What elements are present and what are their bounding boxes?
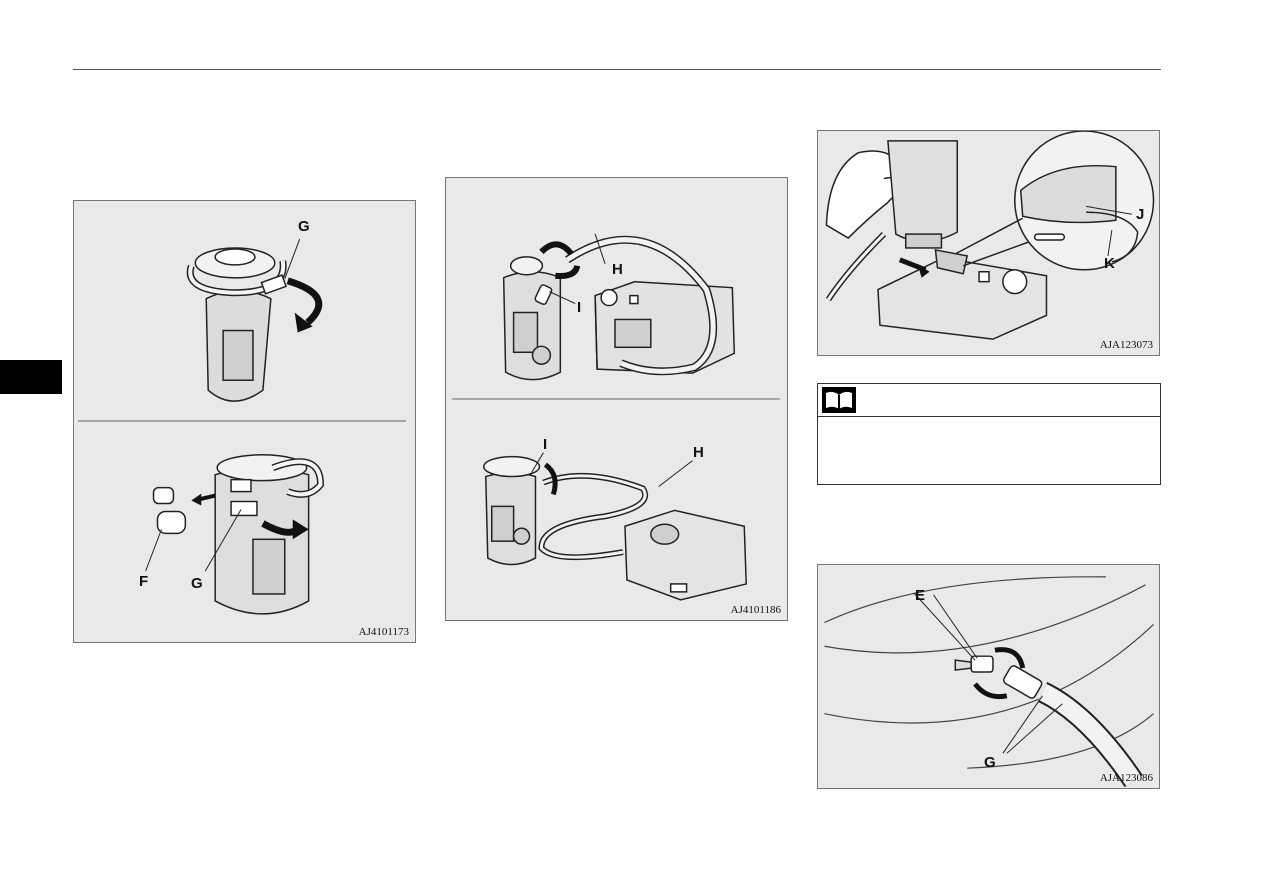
note-header <box>818 384 1160 417</box>
open-book-icon <box>822 387 856 413</box>
hose-compressor-illustration <box>451 233 781 601</box>
note-box <box>817 383 1161 485</box>
air-compressor-icon <box>877 249 1048 340</box>
label-j: J <box>1136 206 1145 223</box>
valve-connection-illustration <box>824 576 1154 788</box>
figure-code: AJA123086 <box>1099 772 1153 784</box>
air-compressor-icon <box>594 280 736 374</box>
label-h-bottom: H <box>693 444 704 461</box>
label-k: K <box>1104 255 1115 272</box>
figure-sealant-bottle-prep: G F G AJ4101173 <box>73 200 416 643</box>
hose-icon <box>1002 665 1143 788</box>
header-rule <box>73 69 1161 70</box>
figure-valve-connection: E G AJA123086 <box>817 564 1160 789</box>
figure-hose-connection: H I I H AJ4101186 <box>445 177 788 621</box>
rotate-arrow-icon <box>286 277 323 326</box>
label-i-bottom: I <box>543 436 548 453</box>
tire-valve-icon <box>954 655 994 673</box>
sealant-bottle-icon <box>502 256 562 381</box>
label-h-top: H <box>612 261 623 278</box>
section-tab <box>0 360 62 394</box>
figure-bottle-insert: J K AJA123073 <box>817 130 1160 356</box>
label-f: F <box>139 573 149 590</box>
label-g: G <box>984 754 996 771</box>
figure-code: AJ4101186 <box>730 604 781 616</box>
sealant-bottle-icon <box>186 247 288 402</box>
label-g-top: G <box>298 218 310 235</box>
magnifier-callout-icon <box>954 131 1155 271</box>
sealant-bottle-illustration <box>77 238 407 615</box>
figure-code: AJ4101173 <box>358 626 409 638</box>
bottle-insert-illustration <box>825 131 1155 340</box>
label-i-top: I <box>577 299 582 316</box>
label-g-bottom: G <box>191 575 203 592</box>
label-e: E <box>915 587 926 604</box>
figure-code: AJA123073 <box>1099 339 1153 351</box>
cap-icon <box>152 486 187 535</box>
